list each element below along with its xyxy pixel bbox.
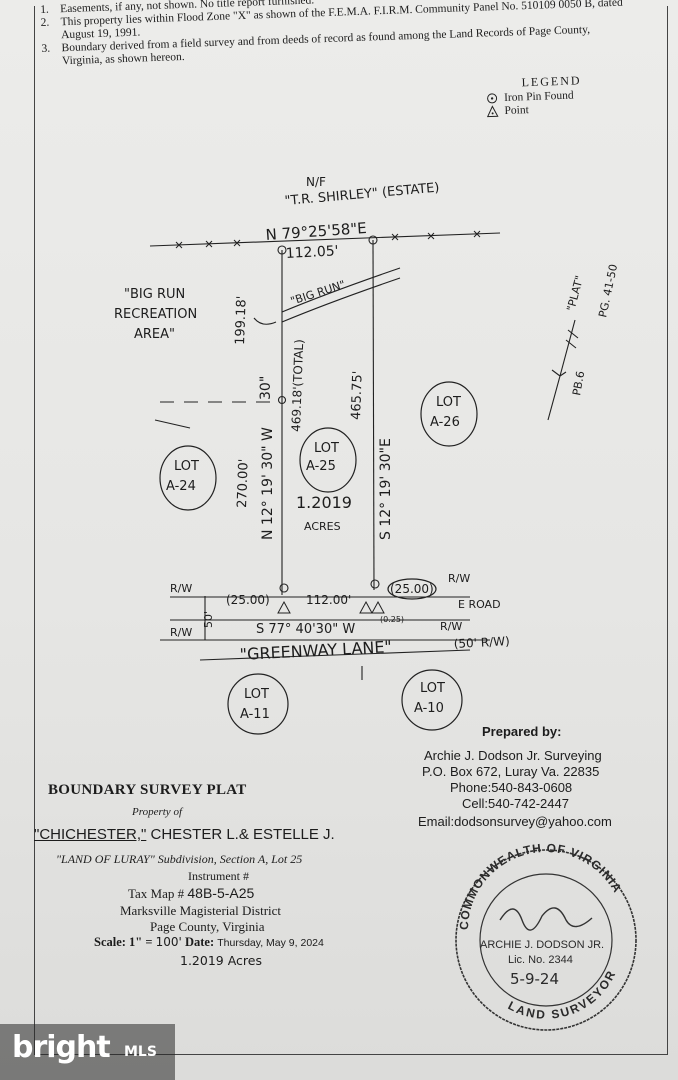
point-triangle-icon	[486, 105, 499, 118]
big-run-stream: "BIG RUN"	[289, 278, 347, 308]
property-of: Property of	[132, 806, 182, 818]
iron-pins	[277, 235, 380, 593]
west-distance-199: 199.18'	[233, 296, 250, 346]
po-box: P.O. Box 672, Luray Va. 22835	[422, 764, 600, 779]
email: Email:dodsonsurvey@yahoo.com	[418, 814, 612, 829]
points	[277, 600, 385, 614]
owner-surname: "CHICHESTER,"	[34, 826, 147, 843]
lot-a10-circle	[401, 669, 463, 731]
pin-w-mid	[277, 395, 287, 405]
lot-a11-label-1: LOT	[244, 687, 269, 702]
lot-a24-label-2: A-24	[166, 479, 196, 494]
plat-book: PB.6	[570, 370, 587, 397]
legend-iron-pin: Iron Pin Found	[486, 87, 636, 104]
lot-a24-circle	[159, 445, 217, 511]
tax-map-value: 48B-5-A25	[187, 885, 255, 901]
rw-25-right-circle	[387, 578, 437, 600]
west-bearing: N 12° 19' 30" W	[260, 427, 276, 540]
west-distance-270: 270.00'	[235, 459, 252, 509]
cell: Cell:540-742-2447	[462, 796, 569, 811]
acreage: 1.2019	[296, 493, 352, 512]
east-distance: 465.75'	[349, 371, 366, 421]
rw-25-right: (25.00)	[390, 582, 434, 596]
big-run-area-1: "BIG RUN	[124, 287, 185, 302]
pin-nw	[277, 245, 287, 255]
lot-a26-label-2: A-26	[430, 415, 460, 430]
acres-word: ACRES	[304, 520, 341, 533]
big-run-area-2: RECREATION	[114, 307, 197, 322]
tax-map: Tax Map # 48B-5-A25	[128, 885, 254, 902]
big-run-area-3: AREA"	[134, 327, 175, 342]
pin-se	[370, 579, 380, 589]
owner-line: "CHICHESTER," CHESTER L.& ESTELLE J.	[34, 826, 335, 843]
phone: Phone:540-843-0608	[450, 780, 573, 795]
north-distance: 112.05'	[285, 243, 339, 262]
scale-label: Scale: 1" =	[94, 935, 156, 949]
legend: LEGEND Iron Pin Found Point	[485, 71, 636, 118]
fence-marks	[175, 230, 481, 249]
rw-right-2: R/W	[440, 620, 462, 633]
legend-point: Point	[486, 100, 636, 118]
lot-a25-label-2: A-25	[306, 459, 336, 474]
pin-ne	[368, 235, 378, 245]
west-total: 469.18'(TOTAL)	[289, 339, 306, 432]
watermark-suffix: MLS	[124, 1044, 157, 1060]
district: Marksville Magisterial District	[120, 903, 282, 918]
county: Page County, Virginia	[150, 919, 265, 934]
south-small: (0.25)	[380, 615, 404, 624]
subdivision: "LAND OF LURAY" Subdivision, Section A, …	[56, 852, 303, 866]
plat-drawing: N/F "T.R. SHIRLEY" (ESTATE) N 79°25'58"E…	[114, 175, 620, 735]
company-name: Archie J. Dodson Jr. Surveying	[424, 748, 602, 763]
date-value: Thursday, May 9, 2024	[217, 937, 324, 949]
rw-right: R/W	[448, 572, 470, 585]
lot-a10-label-2: A-10	[414, 701, 444, 716]
acres-total: 1.2019 Acres	[180, 953, 262, 968]
owner-names: CHESTER L.& ESTELLE J.	[146, 826, 335, 843]
rw-left: R/W	[170, 582, 192, 595]
lot-a26-label-1: LOT	[436, 395, 461, 410]
north-owner-nf: N/F	[306, 175, 326, 189]
pin-sw	[279, 583, 289, 593]
road-name: "GREENWAY LANE"	[239, 637, 392, 664]
scale-date-line: Scale: 1" = 100' Date: Thursday, May 9, …	[94, 935, 324, 950]
mls-watermark: bright MLS	[0, 1024, 175, 1080]
rw-25-left: (25.00)	[226, 593, 270, 607]
plat-book-arrow	[547, 319, 579, 421]
plat-heading: BOUNDARY SURVEY PLAT	[48, 782, 247, 798]
watermark-brand: bright	[12, 1030, 111, 1065]
e-road: E ROAD	[458, 598, 501, 611]
east-bearing: S 12° 19' 30"E	[378, 438, 394, 540]
south-distance: 112.00'	[306, 593, 351, 607]
instrument: Instrument #	[188, 869, 249, 883]
rw-left-2: R/W	[170, 626, 192, 639]
lot-a26-circle	[420, 381, 478, 447]
plat-label: "PLAT"	[564, 274, 586, 313]
lot-a25-circle	[299, 427, 357, 493]
lot-a11-label-2: A-11	[240, 707, 270, 722]
tax-map-label: Tax Map #	[128, 886, 188, 901]
lot-a24-label-1: LOT	[174, 459, 199, 474]
date-label: Date:	[181, 935, 218, 949]
lot-a25-label-1: LOT	[314, 441, 339, 456]
prepared-label: Prepared by:	[482, 724, 562, 739]
south-bearing: S 77° 40'30" W	[256, 622, 355, 637]
north-bearing: N 79°25'58"E	[265, 219, 367, 244]
lot-a11-circle	[227, 673, 289, 735]
scale-value: 100'	[155, 935, 182, 949]
road-width: (50' R/W)	[453, 634, 510, 651]
west-bearing-upper: 30"	[258, 376, 274, 400]
rw-50: 50'	[202, 611, 215, 628]
iron-pin-icon	[487, 93, 498, 104]
sheet-border	[34, 6, 668, 1055]
plat-page-ref: PG. 41-50	[596, 263, 620, 319]
lot-a10-label-1: LOT	[420, 681, 445, 696]
